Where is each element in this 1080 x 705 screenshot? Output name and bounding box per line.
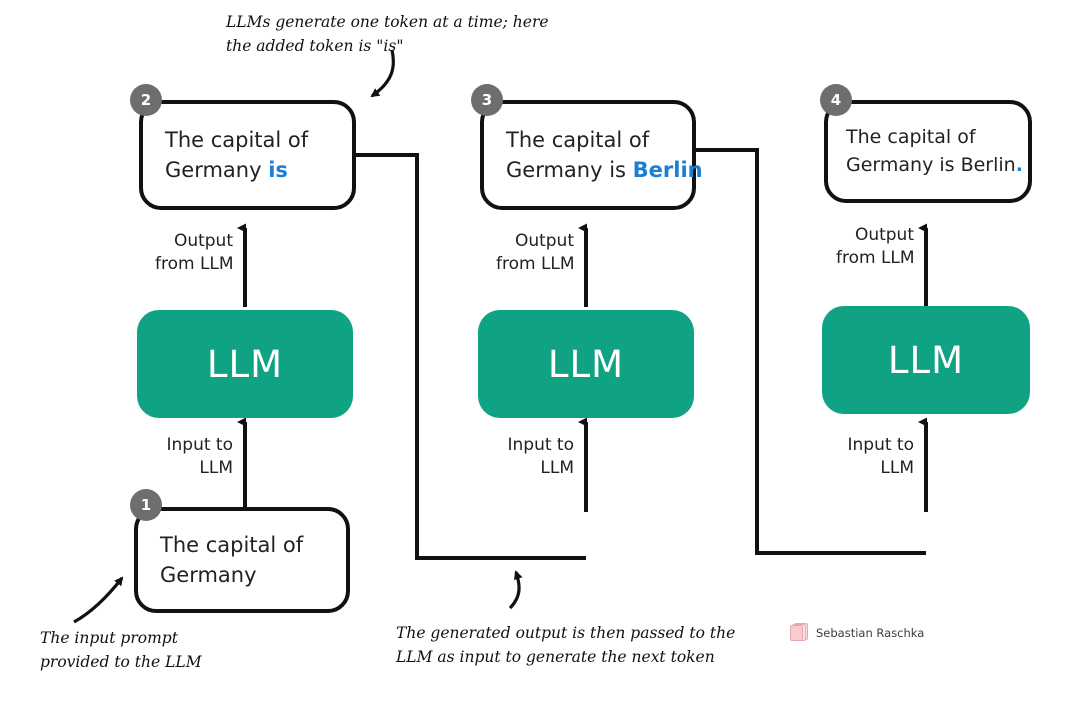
annotation-pointer-top [370, 49, 395, 98]
annotation-bottom-center-line1: The generated output is then passed to t… [396, 624, 736, 642]
output-box-step-3-line2: Germany is Berlin [506, 155, 703, 185]
output-box-step-2-plain: Germany [165, 158, 269, 182]
step-badge-2: 2 [130, 84, 162, 116]
output-box-step-2-text: The capital of Germany is [143, 125, 308, 186]
arrow-label-input-3-line1: Input to [847, 435, 915, 455]
annotation-top: LLMs generate one token at a time; here … [226, 10, 549, 58]
stacked-cards-icon [790, 623, 809, 642]
llm-box-1-label: LLM [206, 342, 284, 386]
annotation-bottom-center: The generated output is then passed to t… [396, 621, 735, 669]
llm-box-3[interactable]: LLM [822, 306, 1030, 414]
output-box-step-2-line1: The capital of [165, 127, 309, 152]
arrow-label-output-1-line2: from LLM [155, 253, 234, 274]
output-box-step-3-text: The capital of Germany is Berlin [484, 125, 703, 186]
arrow-label-input-1-line2: LLM [199, 457, 233, 478]
output-box-step-4-line2: Germany is Berlin. [846, 152, 1023, 180]
step-badge-4: 4 [820, 84, 852, 116]
output-box-step-2[interactable]: The capital of Germany is [139, 100, 356, 210]
annotation-bottom-left: The input prompt provided to the LLM [40, 626, 202, 674]
output-box-step-3-plain: Germany is [506, 158, 633, 182]
step-badge-1: 1 [130, 489, 162, 521]
arrow-label-input-1: Input to LLM [155, 434, 234, 480]
output-box-step-2-line2: Germany is [165, 155, 308, 185]
input-prompt-box-line1: The capital of [160, 532, 304, 557]
annotation-top-line1: LLMs generate one token at a time; here [226, 13, 549, 31]
arrow-label-output-2-line1: Output [514, 231, 574, 251]
output-box-step-3[interactable]: The capital of Germany is Berlin [480, 100, 703, 210]
arrow-label-input-3-line2: LLM [880, 457, 914, 478]
annotation-bottom-left-line2: provided to the LLM [40, 653, 202, 672]
arrow-label-input-1-line1: Input to [166, 435, 234, 455]
arrow-label-output-1: Output from LLM [155, 230, 234, 276]
output-box-step-4-text: The capital of Germany is Berlin. [828, 124, 1023, 179]
output-box-step-4[interactable]: The capital of Germany is Berlin. [824, 100, 1032, 203]
annotation-bottom-center-line2: LLM as input to generate the next token [396, 648, 715, 667]
llm-box-2-label: LLM [547, 342, 625, 386]
arrow-label-output-3-line2: from LLM [836, 247, 915, 268]
feedback-path-3-to-4 [696, 148, 926, 555]
step-badge-3: 3 [471, 84, 503, 116]
output-box-step-3-line1: The capital of [506, 127, 650, 152]
llm-box-3-label: LLM [887, 338, 965, 382]
input-prompt-box-line2: Germany [160, 563, 257, 587]
arrow-label-output-3: Output from LLM [836, 224, 915, 270]
signature-name: Sebastian Raschka [816, 625, 925, 640]
arrow-label-output-2-line2: from LLM [496, 253, 575, 274]
arrow-label-output-1-line1: Output [173, 231, 233, 251]
arrow-label-input-2-line1: Input to [507, 435, 575, 455]
arrow-label-output-2: Output from LLM [496, 230, 575, 276]
input-prompt-box-text: The capital of Germany [138, 530, 303, 591]
output-box-step-4-line1: The capital of [846, 125, 976, 148]
output-box-step-3-accent: Berlin [632, 158, 703, 182]
signature-watermark: Sebastian Raschka [790, 623, 924, 642]
annotation-bottom-left-line1: The input prompt [40, 629, 178, 647]
output-box-step-4-accent: . [1015, 153, 1023, 176]
arrow-label-output-3-line1: Output [854, 225, 914, 245]
annotation-pointer-bottom-left [73, 576, 124, 624]
llm-box-2[interactable]: LLM [478, 310, 694, 418]
input-prompt-box[interactable]: The capital of Germany [134, 507, 350, 613]
output-box-step-4-plain: Germany is Berlin [846, 153, 1016, 176]
annotation-pointer-bottom-center [508, 570, 523, 610]
feedback-path-2-to-3 [356, 153, 586, 560]
arrow-label-input-2: Input to LLM [496, 434, 575, 480]
output-box-step-2-accent: is [268, 158, 288, 182]
llm-box-1[interactable]: LLM [137, 310, 353, 418]
arrow-label-input-2-line2: LLM [540, 457, 574, 478]
annotation-top-line2: the added token is "is" [226, 37, 404, 56]
arrow-label-input-3: Input to LLM [836, 434, 915, 480]
